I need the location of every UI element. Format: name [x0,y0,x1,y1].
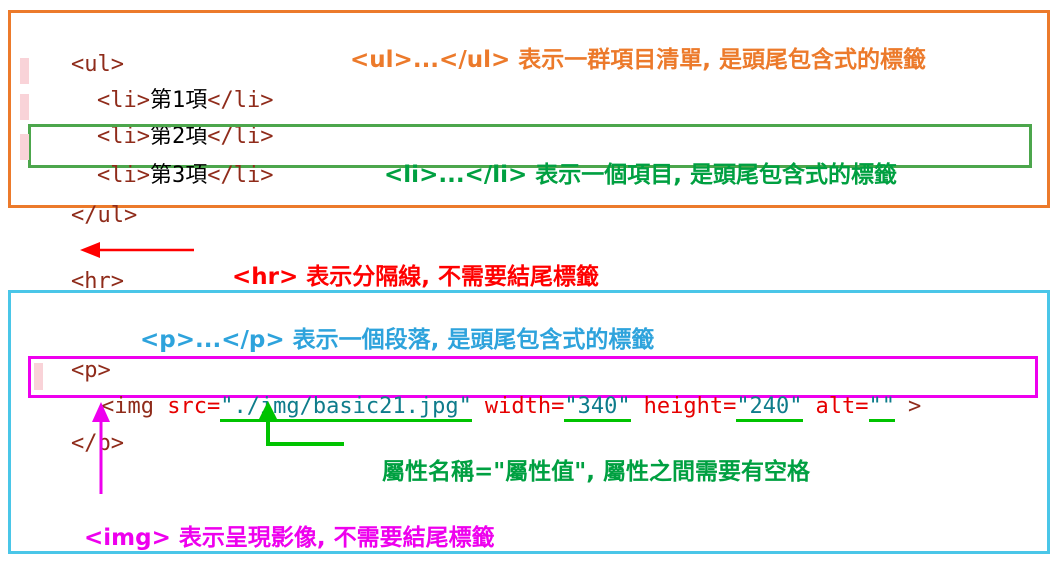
li-close-tag: </li> [207,163,274,188]
li-close-tag: </li> [207,124,274,149]
img-annotation-text: 表示呈現影像, 不需要結尾標籤 [170,525,495,551]
ul-open-tag: <ul> [70,52,124,77]
p-open-tag: <p> [70,358,111,383]
img-annotation-tag: <img> [84,525,171,551]
li-annotation-tag: <li>...</li> [384,162,528,188]
change-marker [20,134,29,160]
code-line-hr: <hr> [18,237,124,327]
attr-up-arrow-icon [258,401,344,446]
change-marker [20,58,29,84]
img-attr-width-value: "340" [564,394,631,422]
li-text: 第3項 [149,163,208,188]
code-line-li-1: <li>第1項</li> [44,56,273,146]
hr-left-arrow-icon [80,242,194,258]
li-annotation-text: 表示一個項目, 是頭尾包含式的標籤 [527,162,898,188]
p-annotation-tag: <p>...</p> [140,327,285,353]
ul-annotation-text: 表示一群項目清單, 是頭尾包含式的標籤 [510,47,927,73]
img-open-tag: <img [100,394,168,419]
img-attr-height-name: height= [643,394,737,419]
li-text: 第2項 [149,124,208,149]
p-annotation: <p>...</p> 表示一個段落, 是頭尾包含式的標籤 [108,298,654,382]
li-open-tag: <li> [96,163,150,188]
img-highlight-box [28,356,1038,398]
li-annotation: <li>...</li> 表示一個項目, 是頭尾包含式的標籤 [352,133,897,217]
p-annotation-text: 表示一個段落, 是頭尾包含式的標籤 [284,327,655,353]
img-up-arrow-icon [92,402,110,494]
li-close-tag: </li> [207,88,274,113]
code-line-p-open: <p> [18,326,111,416]
img-attr-alt-name: alt= [815,394,869,419]
attr-annotation-text: 屬性名稱="屬性值", 屬性之間需要有空格 [382,459,811,485]
hr-tag: <hr> [70,269,124,294]
change-marker [34,363,43,390]
img-attr-alt-value: "" [868,394,896,422]
li-open-tag: <li> [96,124,150,149]
p-close-tag: </p> [70,431,124,456]
attr-annotation: 屬性名稱="屬性值", 屬性之間需要有空格 [350,430,810,514]
code-line-ul-close: </ul> [18,171,137,261]
ul-annotation-tag: <ul>...</ul> [350,47,511,73]
ul-close-tag: </ul> [70,203,138,228]
ul-annotation: <ul>...</ul> 表示一群項目清單, 是頭尾包含式的標籤 [318,18,926,102]
code-line-li-2: <li>第2項</li> [44,92,273,182]
img-annotation: <img> 表示呈現影像, 不需要結尾標籤 [52,496,495,570]
hr-annotation-text: 表示分隔線, 不需要結尾標籤 [298,264,600,290]
ul-code-box [8,10,1050,208]
li-highlight-box [28,124,1032,168]
img-attr-height-value: "240" [736,394,803,422]
hr-annotation-tag: <hr> [232,264,299,290]
img-attr-width-name: width= [484,394,565,419]
hr-annotation: <hr> 表示分隔線, 不需要結尾標籤 [200,235,599,319]
code-line-ul-open: <ul> [18,20,124,110]
code-line-li-3: <li>第3項</li> [44,131,273,221]
li-open-tag: <li> [96,88,150,113]
img-attr-src-name: src= [167,394,221,419]
li-text: 第1項 [149,88,208,113]
img-close-bracket: > [908,394,922,419]
code-line-p-close: </p> [18,399,124,489]
change-marker [20,94,29,120]
p-code-box [8,290,1050,554]
